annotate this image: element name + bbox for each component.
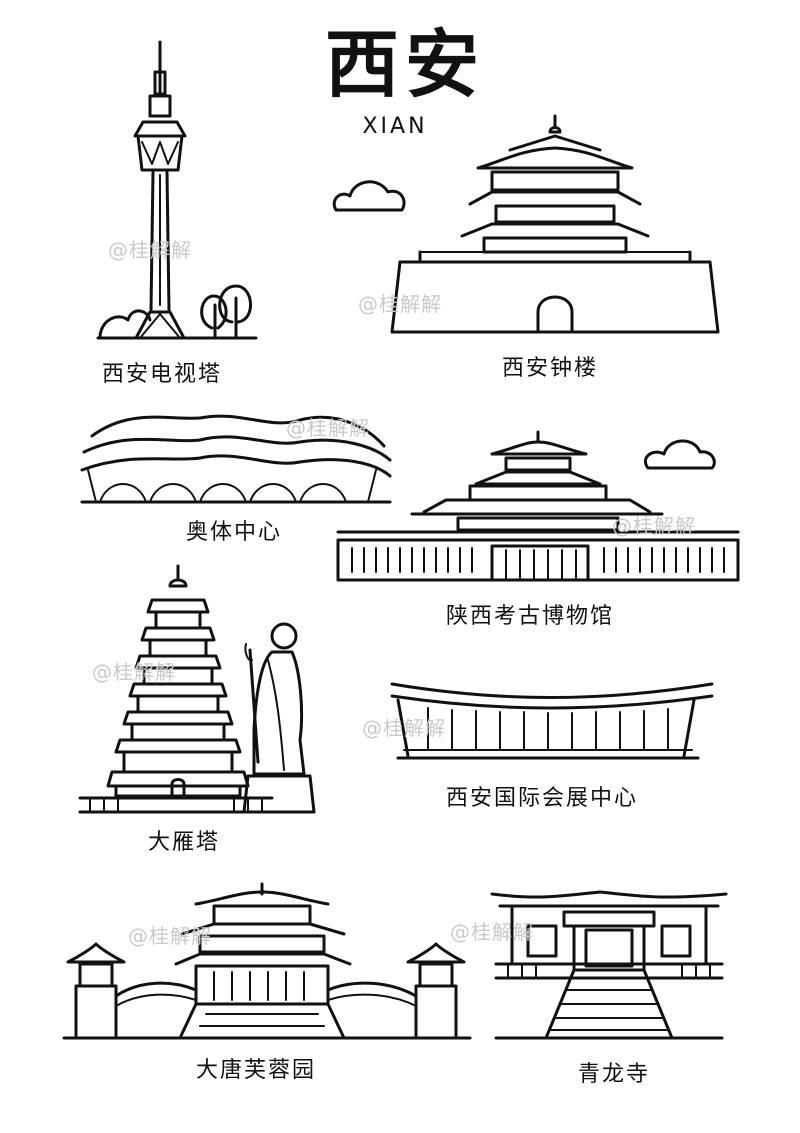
olympic-center-drawing xyxy=(80,414,392,504)
watermark: @桂解解 xyxy=(286,416,370,440)
big-wild-goose-pagoda-drawing xyxy=(78,564,274,814)
label-big-wild-goose-pagoda: 大雁塔 xyxy=(148,830,221,855)
label-qinglong-temple: 青龙寺 xyxy=(578,1062,651,1087)
tang-paradise-drawing xyxy=(62,882,472,1040)
label-archaeology-museum: 陕西考古博物馆 xyxy=(446,604,615,629)
monk-statue-drawing xyxy=(242,622,316,814)
watermark: @桂解解 xyxy=(362,716,446,740)
label-bell-tower: 西安钟楼 xyxy=(502,356,599,381)
watermark: @桂解解 xyxy=(450,920,534,944)
cloud-drawing xyxy=(643,439,716,470)
watermark: @桂解解 xyxy=(128,924,212,948)
watermark: @桂解解 xyxy=(92,660,176,684)
cloud-drawing xyxy=(332,180,406,212)
qinglong-temple-drawing xyxy=(490,890,728,1040)
tv-tower-drawing xyxy=(96,40,258,340)
archaeology-museum-drawing xyxy=(336,430,740,582)
watermark: @桂解解 xyxy=(108,238,192,262)
watermark: @桂解解 xyxy=(358,292,442,316)
label-tv-tower: 西安电视塔 xyxy=(102,362,223,387)
bell-tower-drawing xyxy=(390,114,720,334)
page-subtitle: XIAN xyxy=(362,114,428,139)
watermark: @桂解解 xyxy=(612,514,696,538)
label-olympic-center: 奥体中心 xyxy=(186,520,283,545)
page-title: 西安 xyxy=(325,22,485,108)
label-tang-paradise: 大唐芙蓉园 xyxy=(196,1058,317,1083)
convention-center-drawing xyxy=(390,682,714,760)
label-convention-center: 西安国际会展中心 xyxy=(446,786,639,811)
